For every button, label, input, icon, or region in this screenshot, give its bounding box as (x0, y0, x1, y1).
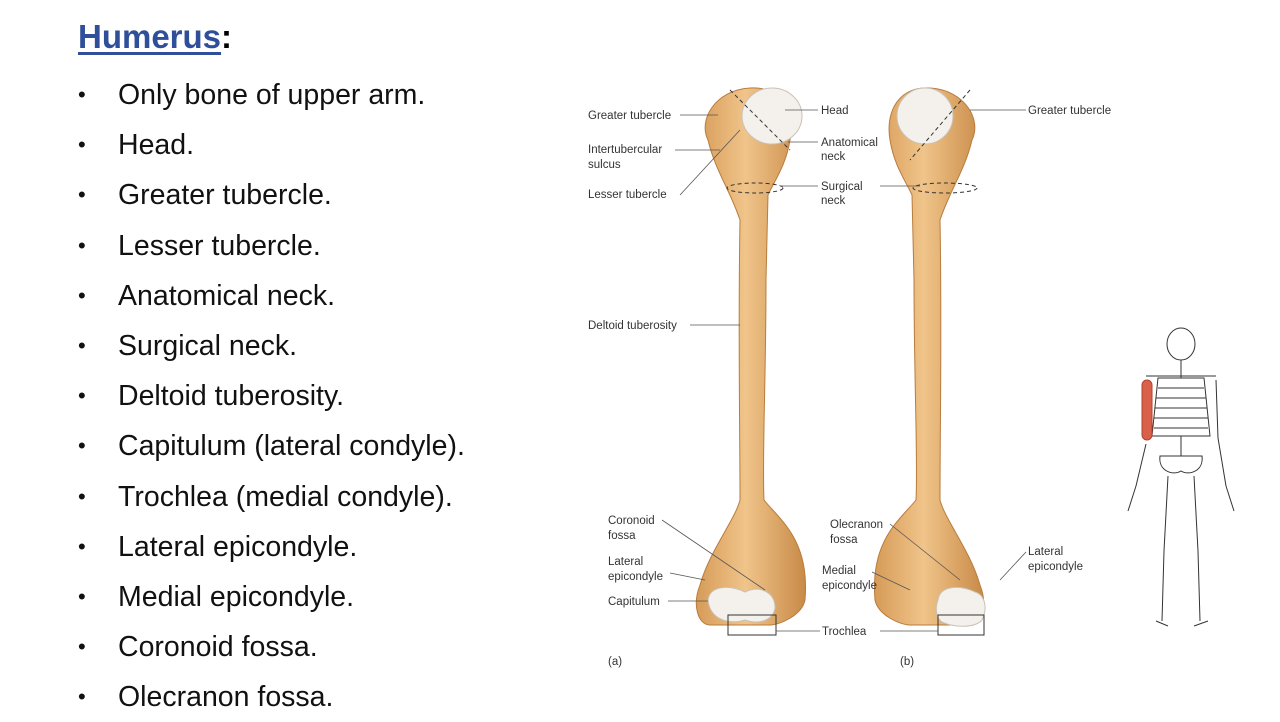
bullet-text: Medial epicondyle. (118, 580, 355, 613)
leader-lines (661, 109, 1027, 632)
label-intertubercular-1: Intertubercular (588, 144, 662, 156)
label-view-b: (b) (900, 656, 914, 668)
bullet-item: • Medial epicondyle. (78, 572, 465, 622)
bullet-text: Olecranon fossa. (118, 681, 334, 714)
bullet-item: • Lateral epicondyle. (78, 522, 465, 572)
bullet-text: Head. (118, 129, 195, 162)
bullet-text: Coronoid fossa. (118, 631, 318, 664)
bullet-item: • Anatomical neck. (78, 271, 465, 321)
slide-title: Humerus: (78, 18, 232, 56)
label-lateral-epi-a-1: Lateral (608, 556, 643, 568)
bullet-item: • Only bone of upper arm. (78, 70, 465, 120)
bullet-item: • Olecranon fossa. (78, 672, 465, 722)
slide-title-colon: : (221, 18, 233, 55)
label-olecranon-1: Olecranon (830, 519, 883, 531)
bullet-item: • Surgical neck. (78, 321, 465, 371)
bullet-item: • Trochlea (medial condyle). (78, 472, 465, 522)
label-head: Head (821, 105, 849, 117)
bullet-item: • Greater tubercle. (78, 170, 465, 220)
bullet-glyph: • (78, 533, 86, 559)
label-trochlea: Trochlea (822, 626, 867, 638)
label-lateral-epi-a-2: epicondyle (608, 571, 663, 583)
slide-title-text: Humerus (78, 18, 222, 55)
bullet-item: • Capitulum (lateral condyle). (78, 421, 465, 471)
bullet-glyph: • (78, 383, 86, 409)
label-capitulum: Capitulum (608, 596, 660, 608)
bullet-glyph: • (78, 684, 86, 710)
bullet-text: Greater tubercle. (118, 179, 332, 212)
label-anatomical-2: neck (821, 151, 846, 163)
humerus-posterior-view (873, 87, 986, 636)
label-coronoid-1: Coronoid (608, 515, 655, 527)
label-greater-tubercle-a: Greater tubercle (588, 110, 671, 122)
humerus-figure: Greater tubercle Intertubercular sulcus … (588, 87, 1111, 668)
label-lesser-tubercle: Lesser tubercle (588, 189, 667, 201)
label-lateral-epi-b-2: epicondyle (1028, 561, 1083, 573)
bullet-glyph: • (78, 634, 86, 660)
bullet-item: • Head. (78, 120, 465, 170)
bullet-glyph: • (78, 182, 86, 208)
humerus-anterior-view (695, 87, 807, 636)
label-anatomical-1: Anatomical (821, 137, 878, 149)
bullet-text: Only bone of upper arm. (118, 79, 426, 111)
bullet-list: • Only bone of upper arm. • Head. • Greater t… (78, 70, 465, 722)
bullet-glyph: • (78, 583, 86, 609)
label-medial-epi-2: epicondyle (822, 580, 877, 592)
skeleton-icon (1127, 327, 1235, 627)
bullet-glyph: • (78, 232, 86, 258)
bullet-text: Lesser tubercle. (118, 229, 321, 262)
figure-labels: Greater tubercle Intertubercular sulcus … (588, 105, 1111, 668)
bullet-item: • Lesser tubercle. (78, 221, 465, 271)
bullet-glyph: • (78, 483, 86, 509)
bullet-text: Trochlea (medial condyle). (118, 480, 453, 513)
bullet-text: Deltoid tuberosity. (118, 380, 344, 413)
bullet-item: • Coronoid fossa. (78, 622, 465, 672)
label-medial-epi-1: Medial (822, 565, 856, 577)
bullet-text: Anatomical neck. (118, 279, 336, 312)
label-intertubercular-2: sulcus (588, 159, 621, 171)
bullet-text: Capitulum (lateral condyle). (118, 430, 465, 463)
label-surgical-1: Surgical (821, 181, 863, 193)
label-deltoid-tuberosity: Deltoid tuberosity (588, 320, 677, 332)
label-view-a: (a) (608, 656, 622, 668)
bullet-text: Lateral epicondyle. (118, 530, 358, 563)
label-greater-tubercle-b: Greater tubercle (1028, 105, 1111, 117)
bullet-glyph: • (78, 82, 86, 107)
bullet-glyph: • (78, 282, 86, 308)
bullet-glyph: • (78, 433, 86, 459)
bullet-glyph: • (78, 132, 86, 158)
bullet-item: • Deltoid tuberosity. (78, 371, 465, 421)
highlighted-humerus (1141, 379, 1153, 441)
label-coronoid-2: fossa (608, 530, 636, 542)
label-surgical-2: neck (821, 195, 846, 207)
label-olecranon-2: fossa (830, 534, 858, 546)
bullet-glyph: • (78, 332, 86, 358)
bullet-text: Surgical neck. (118, 329, 298, 362)
label-lateral-epi-b-1: Lateral (1028, 546, 1063, 558)
